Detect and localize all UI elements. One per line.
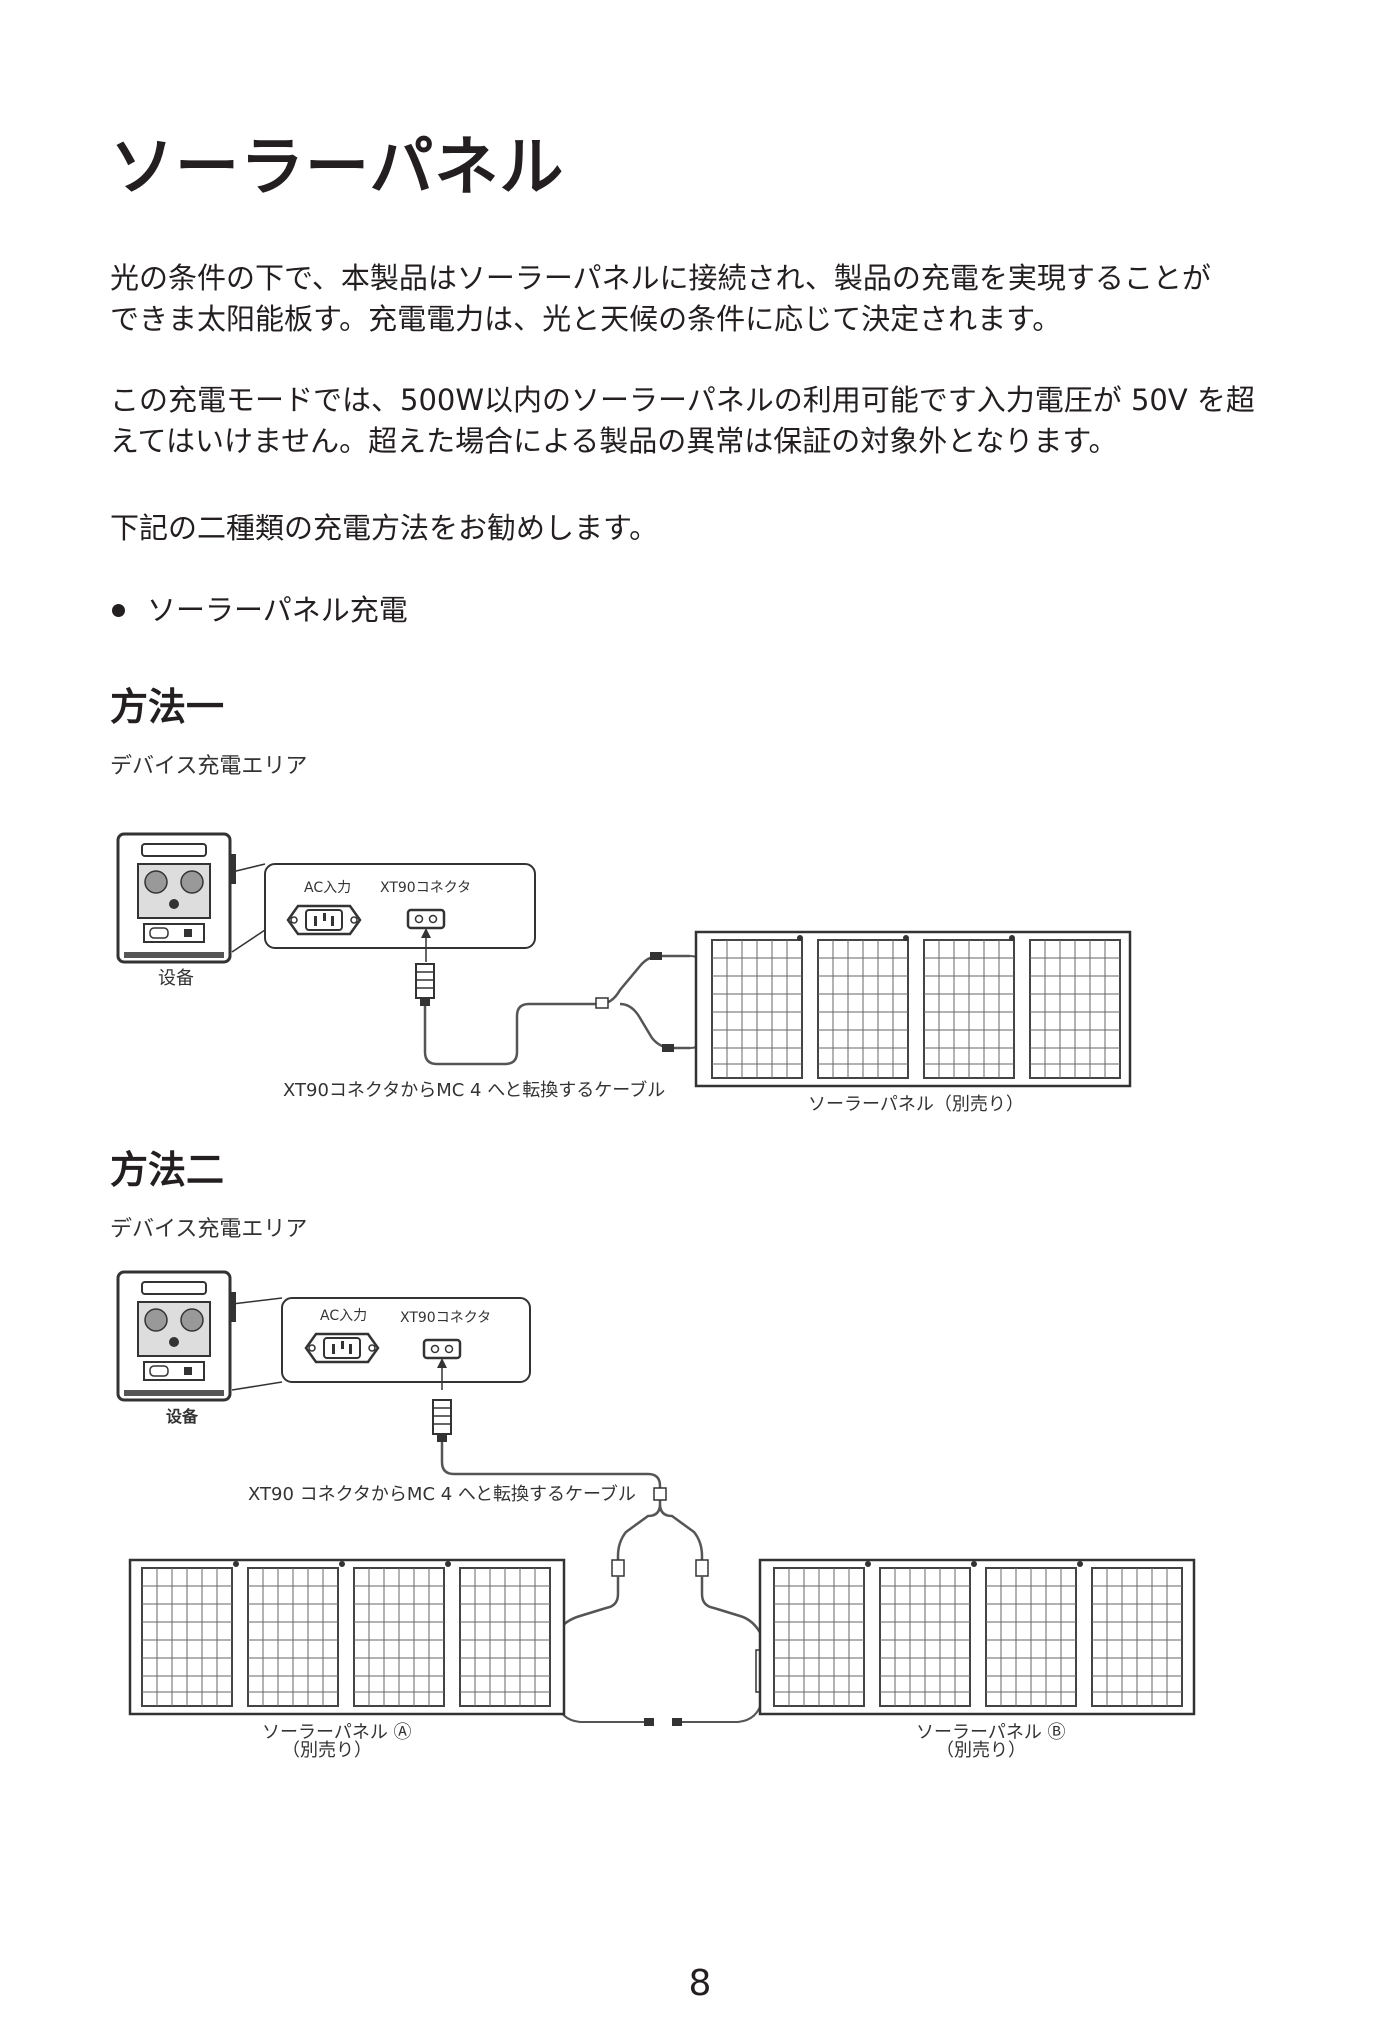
xt90-plug-icon (432, 1399, 452, 1443)
method1-area-label: デバイス充電エリア (110, 754, 308, 779)
method1-panel-label: ソーラーパネル（別売り） (808, 1094, 1024, 1115)
solar-panel-a-icon (128, 1558, 566, 1716)
solar-panel-b-icon (758, 1558, 1196, 1716)
cable-line (423, 954, 690, 1066)
device-icon (116, 832, 238, 964)
xt90-port-icon (406, 908, 446, 930)
method1-diagram: 设备 AC入力 XT90コネクタ XT90コネクタからMC 4 へと転換するケー… (116, 832, 1132, 1115)
solar-panel-icon (694, 930, 1132, 1088)
method1-cable-label: XT90コネクタからMC 4 へと転換するケーブル (283, 1079, 665, 1101)
ac-input-icon (286, 904, 362, 936)
method2-panel-a-label: ソーラーパネル Ⓐ (262, 1722, 412, 1743)
voltage-paragraph: この充電モードでは、500W以内のソーラーパネルの利用可能です入力電圧が 50V… (110, 383, 1255, 458)
method2-ac-label: AC入力 (320, 1308, 367, 1324)
method2-device-label: 设备 (166, 1407, 199, 1426)
method2-panel-b-label: ソーラーパネル Ⓑ (916, 1722, 1066, 1743)
bullet-item: ソーラーパネル充電 (110, 590, 408, 630)
intro-paragraph: 光の条件の下で、本製品はソーラーパネルに接続され、製品の充電を実現することが で… (110, 261, 1211, 336)
device-icon (116, 1270, 238, 1402)
cable-line (440, 1442, 704, 1570)
xt90-port-icon (422, 1338, 462, 1360)
method2-cable-label: XT90 コネクタからMC 4 へと転換するケーブル (248, 1483, 636, 1505)
page-title: ソーラーパネル (110, 131, 565, 205)
method2-heading: 方法二 (110, 1148, 225, 1192)
methods-paragraph: 下記の二種類の充電方法をお勧めします。 (110, 511, 659, 545)
method2-panel-a-sub: （別売り） (282, 1740, 372, 1761)
bullet-text: ソーラーパネル充電 (147, 593, 408, 627)
method1-heading: 方法一 (110, 685, 225, 729)
method2-diagram: 设备 AC入力 XT90コネクタ XT90 コネクタからMC 4 へと転換するケ… (116, 1270, 1196, 1761)
ac-input-icon (304, 1332, 380, 1364)
method2-xt90-label: XT90コネクタ (400, 1310, 491, 1326)
bullet-dot-icon (112, 603, 125, 617)
method1-device-label: 设备 (158, 968, 194, 989)
method2-area-label: デバイス充電エリア (110, 1217, 308, 1242)
method1-ac-label: AC入力 (304, 880, 351, 896)
xt90-plug-icon (415, 963, 435, 1007)
page-number: 8 (688, 1963, 712, 2004)
method1-xt90-label: XT90コネクタ (380, 880, 471, 896)
method2-panel-b-sub: （別売り） (936, 1740, 1026, 1761)
